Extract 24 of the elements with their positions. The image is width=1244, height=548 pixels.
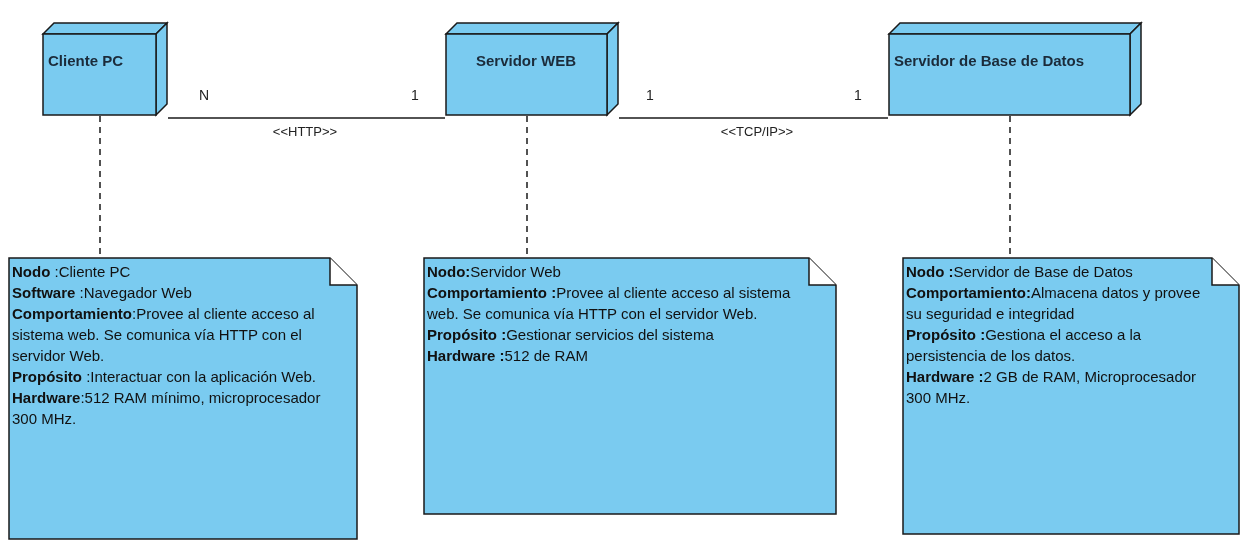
note-text: Comportamiento:Provee al cliente acceso al sistema web. Se comunica vía HTTP con el servidor Web. [12, 304, 316, 366]
note-text: Propósito :Gestiona el acceso a la persistencia de los datos. [906, 325, 1143, 366]
note-text: Propósito :Gestionar servicios del sistema [427, 325, 715, 345]
association-line [167, 117, 446, 119]
multiplicity-label: 1 [646, 87, 654, 103]
note-text: Nodo :Servidor de Base de Datos [906, 262, 1134, 282]
note-text: Nodo :Cliente PC [12, 262, 132, 282]
association-line [618, 117, 889, 119]
multiplicity-label: N [199, 87, 210, 103]
note-text: Propósito :Interactuar con la aplicación Web. [12, 367, 318, 387]
note-text: Hardware:512 RAM mínimo, microprocesador 300 MHz. [12, 388, 322, 429]
note-text: Hardware :512 de RAM [427, 346, 589, 366]
note-text: Comportamiento :Provee al cliente acceso al sistema web. Se comunica vía HTTP con el servidor Web. [427, 283, 792, 324]
node-title: Servidor de Base de Datos [894, 52, 1085, 69]
note-text: Hardware :2 GB de RAM, Microprocesador 300 MHz. [906, 367, 1198, 408]
edge-label: <<TCP/IP>> [718, 124, 796, 139]
node-title: Cliente PC [48, 52, 123, 69]
note-text: Nodo:Servidor Web [427, 262, 562, 282]
edge-label: <<HTTP>> [270, 124, 340, 139]
note-text: Software :Navegador Web [12, 283, 193, 303]
multiplicity-label: 1 [411, 87, 419, 103]
multiplicity-label: 1 [854, 87, 862, 103]
note-text: Comportamiento:Almacena datos y provee su seguridad e integridad [906, 283, 1202, 324]
node-title: Servidor WEB [475, 52, 577, 69]
